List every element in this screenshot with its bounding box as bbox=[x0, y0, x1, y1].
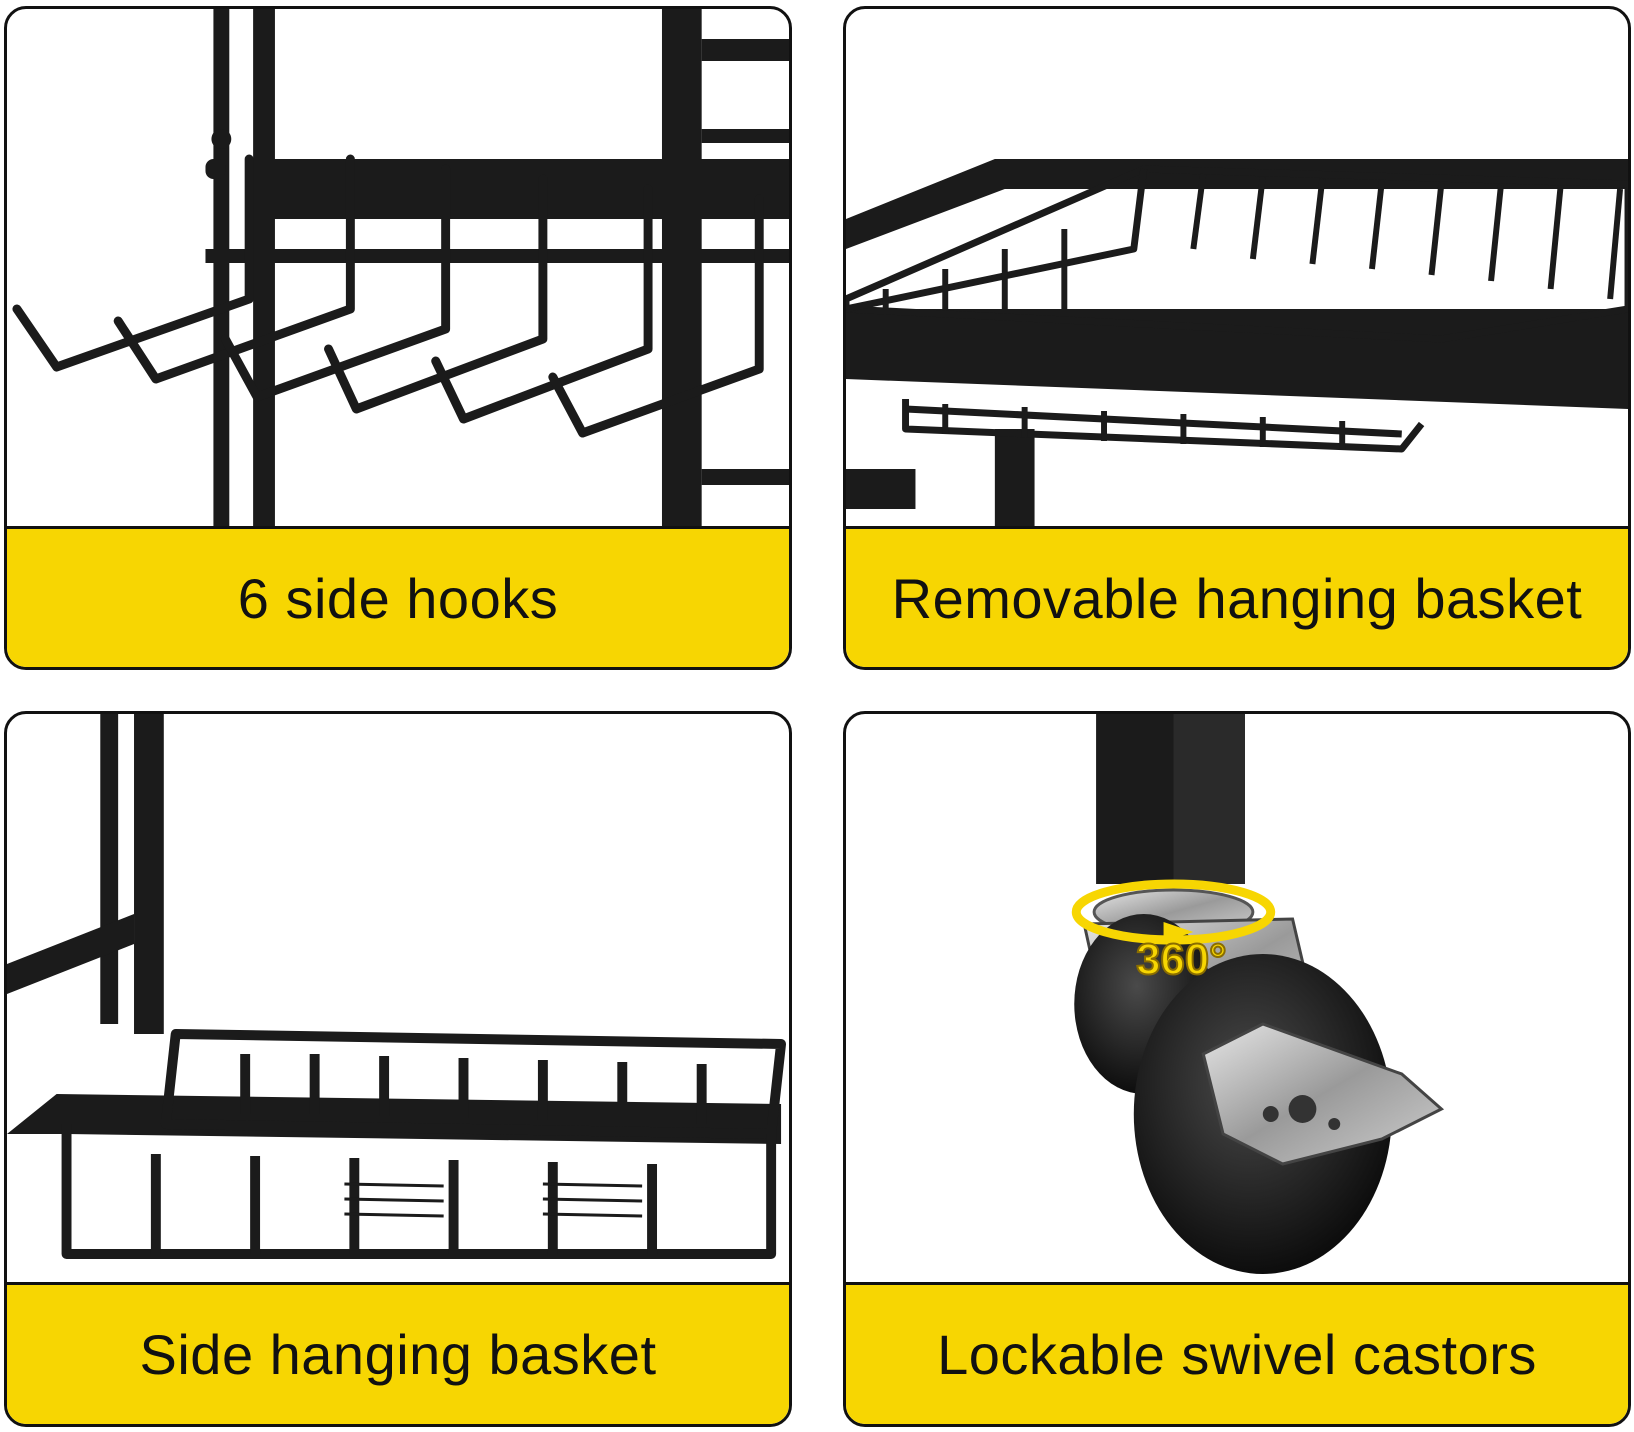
caption-text: 6 side hooks bbox=[237, 566, 559, 630]
panel-side-hooks: 6 side hooks bbox=[4, 6, 792, 670]
basket-icon bbox=[846, 159, 1628, 529]
caption-castors: Lockable swivel castors bbox=[846, 1282, 1628, 1424]
caption-removable-basket: Removable hanging basket bbox=[846, 526, 1628, 667]
hooks-icon bbox=[12, 9, 789, 529]
panel-side-basket: Side hanging basket bbox=[4, 711, 792, 1427]
caption-text: Removable hanging basket bbox=[891, 566, 1583, 630]
caption-side-basket: Side hanging basket bbox=[7, 1282, 789, 1424]
panel-removable-basket: Removable hanging basket bbox=[843, 6, 1631, 670]
caption-side-hooks: 6 side hooks bbox=[7, 526, 789, 667]
caption-text: Lockable swivel castors bbox=[937, 1323, 1537, 1386]
panel-castors: 360° Lockable swivel castors bbox=[843, 711, 1631, 1427]
side-basket-icon bbox=[7, 714, 787, 1259]
castor-wheel-icon: 360° bbox=[1071, 714, 1445, 1274]
caption-text: Side hanging basket bbox=[139, 1323, 657, 1386]
rotation-badge: 360° bbox=[1136, 935, 1226, 984]
